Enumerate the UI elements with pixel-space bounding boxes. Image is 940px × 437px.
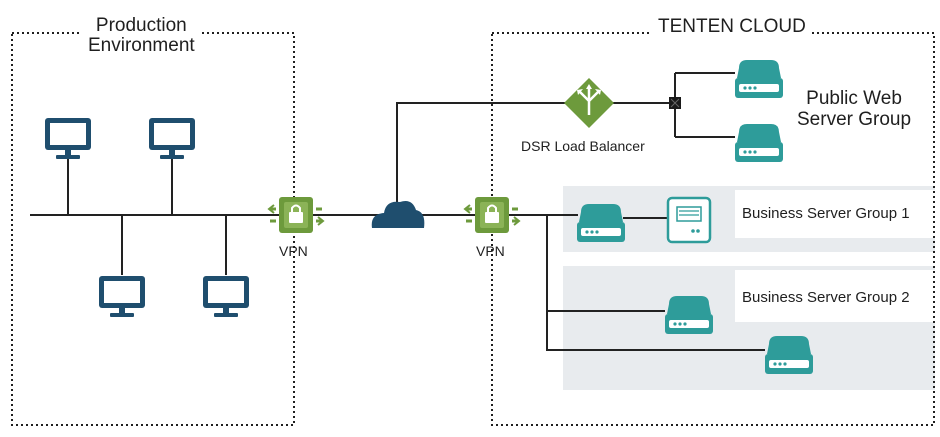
workstation-3-monitor-icon: [99, 276, 145, 317]
cloud-zone-title: TENTEN CLOUD: [652, 17, 812, 37]
public-web-server-2-icon: [735, 124, 783, 162]
business-server-2-icon: [665, 296, 713, 334]
workstation-4-monitor-icon: [203, 276, 249, 317]
load-balancer-label: DSR Load Balancer: [521, 138, 645, 154]
workstation-2-monitor-icon: [149, 118, 195, 159]
public-web-group-label: Public Web Server Group: [797, 88, 912, 130]
business-group-2-label-box: [735, 270, 935, 322]
production-zone-border: [11, 32, 295, 426]
load-balancer-icon: [564, 78, 614, 128]
business-group-1-label-box: [735, 190, 935, 238]
business-server-3-icon: [765, 336, 813, 374]
cloud-icon: [371, 201, 425, 228]
business-server-1-icon: [577, 204, 625, 242]
public-web-server-1-icon: [735, 60, 783, 98]
workstation-1-monitor-icon: [45, 118, 91, 159]
business-group-2-label: Business Server Group 2: [742, 289, 910, 306]
vpn-left-label: VPN: [279, 243, 308, 259]
vpn-right-label: VPN: [476, 243, 505, 259]
production-zone-title: Production Environment: [82, 16, 201, 56]
storage-appliance-icon: [666, 196, 712, 244]
business-group-1-label: Business Server Group 1: [742, 205, 910, 222]
